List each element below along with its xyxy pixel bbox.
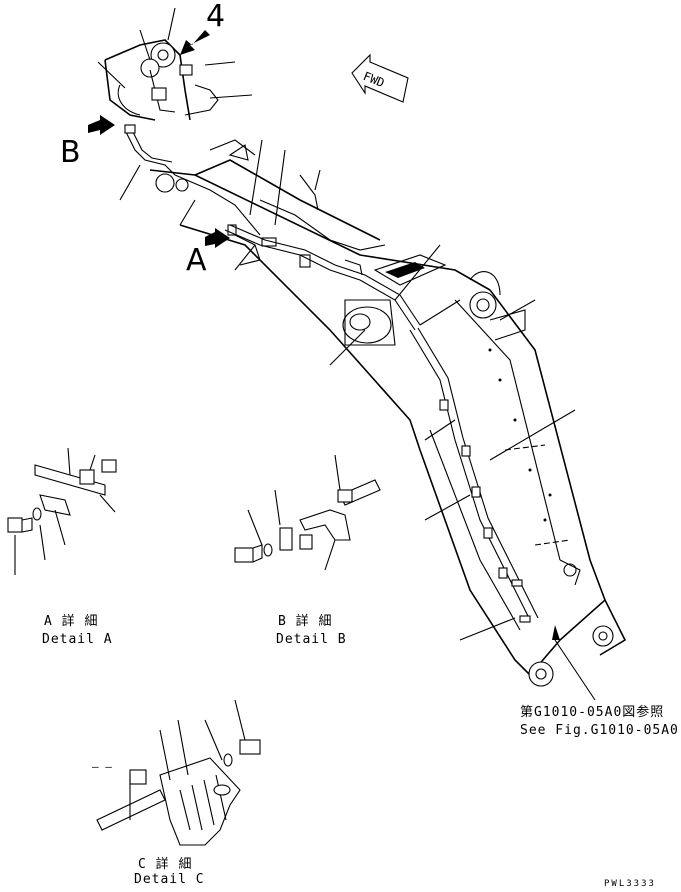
detail-c-drawing xyxy=(96,699,261,846)
arrow-4-icon xyxy=(180,30,210,55)
detail-c-title-jp: C 詳 細 xyxy=(138,857,193,872)
arrow-a-icon xyxy=(205,228,230,248)
arrow-b-icon xyxy=(88,115,115,135)
dash-mark: — — xyxy=(92,760,112,773)
detail-c-title-en: Detail C xyxy=(134,872,205,887)
view-label-a: A xyxy=(186,243,207,278)
view-label-b: B xyxy=(60,135,81,170)
reference-en: See Fig.G1010-05A0 xyxy=(520,723,679,738)
detail-b-title-en: Detail B xyxy=(276,632,347,647)
view-arrows xyxy=(88,30,230,248)
forward-arrow-icon xyxy=(351,53,409,103)
reference-jp: 第G1010-05A0図参照 xyxy=(520,705,665,720)
arm-body xyxy=(149,159,627,687)
detail-b-drawing xyxy=(234,454,381,571)
detail-a-title-jp: A 詳 細 xyxy=(44,614,99,629)
detail-a-title-en: Detail A xyxy=(42,632,113,647)
detail-a-drawing xyxy=(7,447,117,575)
view-label-4: 4 xyxy=(206,0,226,34)
leader-lines xyxy=(97,7,596,701)
drawing-code: PWL3333 xyxy=(604,879,656,889)
detail-b-title-jp: B 詳 細 xyxy=(278,614,333,629)
